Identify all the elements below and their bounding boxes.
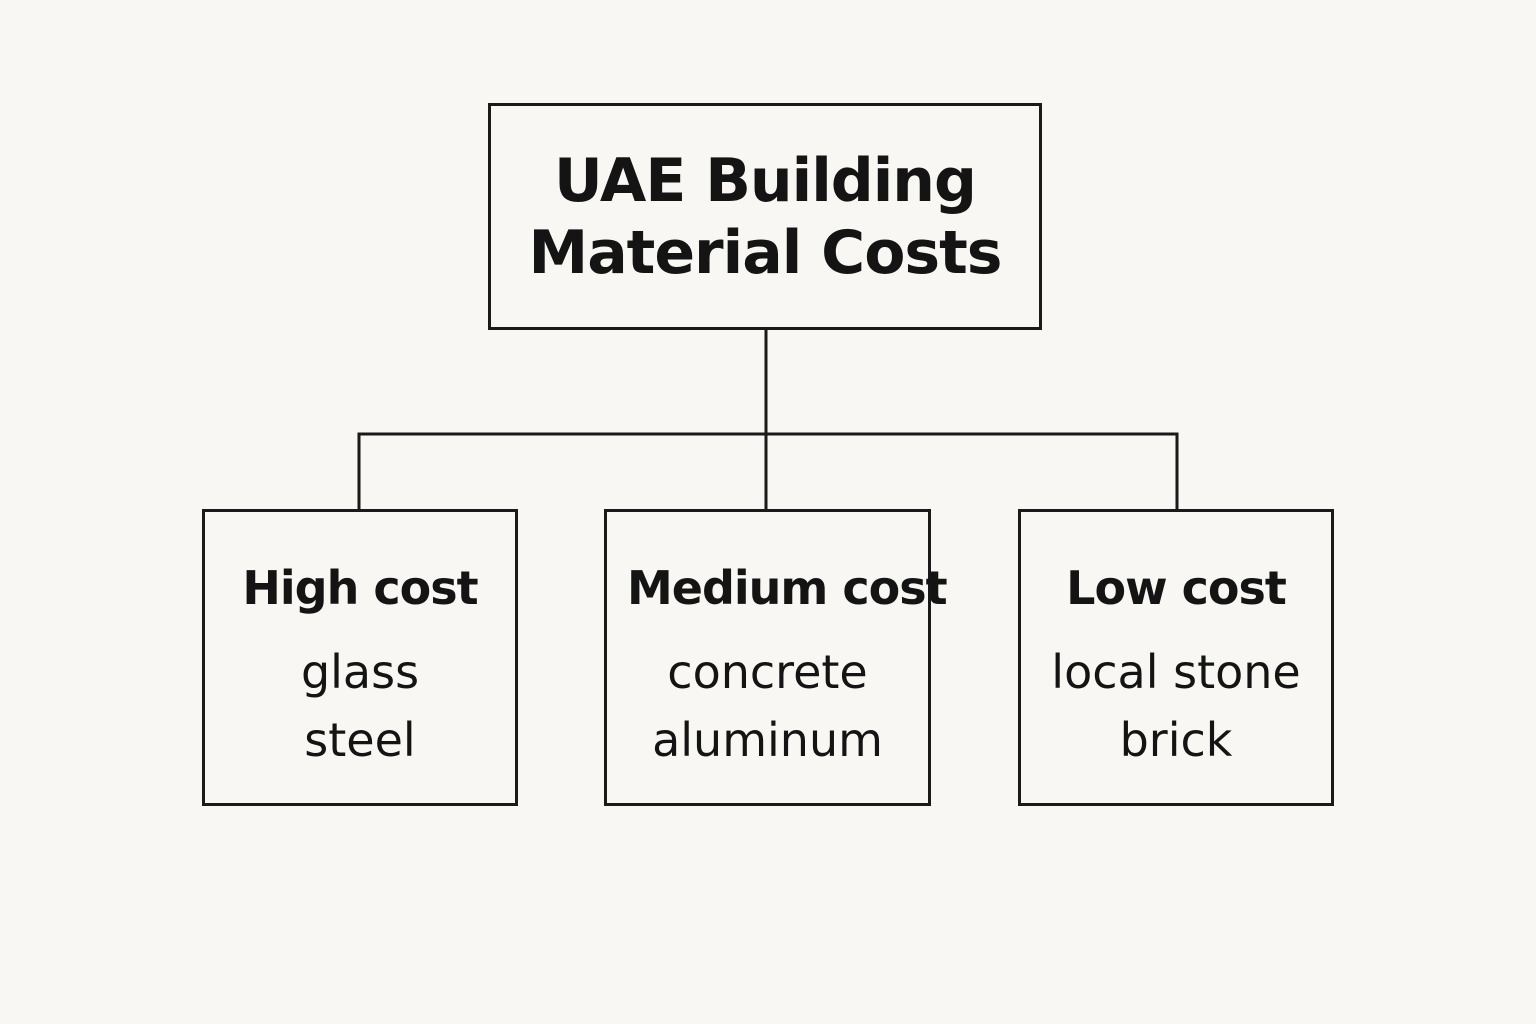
- low-cost-heading: Low cost: [1066, 561, 1287, 615]
- medium-cost-item: aluminum: [652, 713, 883, 767]
- high-cost-items: glass steel: [205, 638, 515, 774]
- high-cost-heading: High cost: [242, 561, 478, 615]
- medium-cost-heading: Medium cost: [627, 561, 948, 615]
- high-cost-node: High cost glass steel: [202, 509, 518, 806]
- medium-cost-item: concrete: [667, 645, 868, 699]
- low-cost-item: local stone: [1051, 645, 1301, 699]
- low-cost-node: Low cost local stone brick: [1018, 509, 1334, 806]
- root-title: UAE Building Material Costs: [528, 145, 1002, 288]
- high-cost-item: steel: [304, 713, 416, 767]
- medium-cost-node: Medium cost concrete aluminum: [604, 509, 948, 806]
- root-node: UAE Building Material Costs: [488, 103, 1042, 330]
- low-cost-items: local stone brick: [1021, 638, 1331, 774]
- low-cost-item: brick: [1119, 713, 1233, 767]
- high-cost-item: glass: [300, 645, 420, 699]
- medium-cost-items: concrete aluminum: [607, 638, 928, 774]
